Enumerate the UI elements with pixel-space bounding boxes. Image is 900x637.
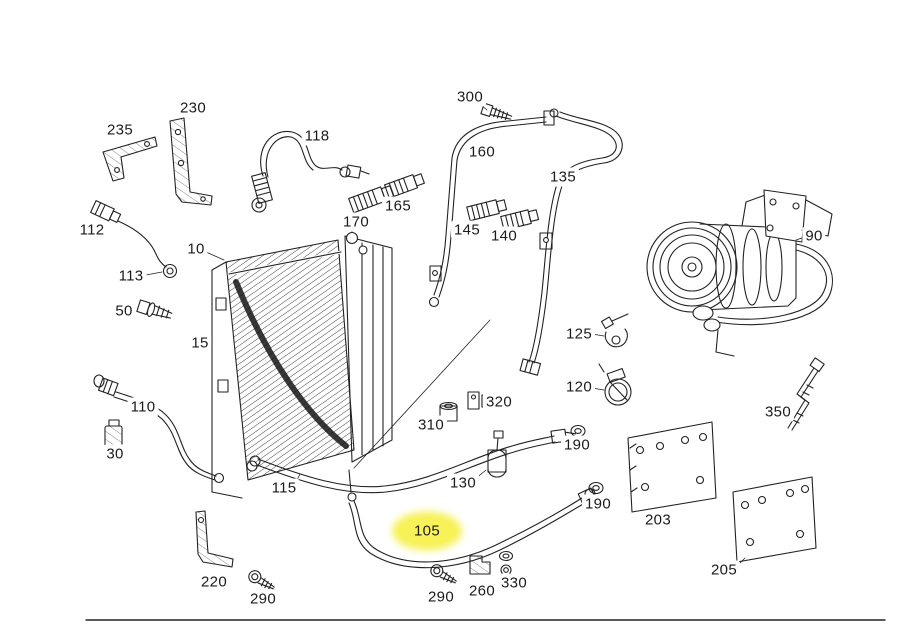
part-label-300[interactable]: 300 [454, 87, 486, 107]
part-label-290b[interactable]: 290 [425, 587, 457, 607]
part-label-190a[interactable]: 190 [561, 435, 593, 455]
part-label-112[interactable]: 112 [76, 220, 108, 240]
part-label-140[interactable]: 140 [488, 226, 520, 246]
connector-165-drawing [384, 173, 425, 199]
part-label-105[interactable]: 105 [398, 517, 456, 545]
part-label-113[interactable]: 113 [115, 266, 147, 286]
part-label-110[interactable]: 110 [127, 397, 159, 417]
part-label-235[interactable]: 235 [104, 120, 136, 140]
part-label-125[interactable]: 125 [563, 324, 595, 344]
part-label-310[interactable]: 310 [415, 415, 447, 435]
compressor-90-drawing [646, 189, 833, 357]
cable-tie-350-drawing [787, 357, 825, 431]
part-label-290a[interactable]: 290 [247, 589, 279, 609]
clip-30-drawing [104, 419, 123, 448]
bolt-300-drawing [480, 102, 513, 121]
part-label-190b[interactable]: 190 [582, 494, 614, 514]
bracket-220-drawing [195, 510, 234, 568]
part-label-118[interactable]: 118 [301, 126, 333, 146]
part-label-135[interactable]: 135 [547, 167, 579, 187]
part-label-220[interactable]: 220 [198, 572, 230, 592]
part-label-50[interactable]: 50 [112, 301, 136, 321]
part-label-15[interactable]: 15 [188, 333, 212, 353]
part-label-205[interactable]: 205 [708, 560, 740, 580]
bracket-260-drawing [469, 555, 491, 575]
hose-115-drawing [249, 428, 577, 494]
part-label-30[interactable]: 30 [103, 444, 127, 464]
part-label-330[interactable]: 330 [498, 573, 530, 593]
part-label-260[interactable]: 260 [466, 581, 498, 601]
part-label-160[interactable]: 160 [466, 142, 498, 162]
hose-105-drawing [347, 469, 597, 569]
bracket-230-drawing [169, 117, 213, 206]
radiator-assembly-drawing [211, 224, 491, 499]
part-310-drawing [439, 401, 458, 422]
part-label-10[interactable]: 10 [184, 239, 208, 259]
pipe-160-drawing [428, 110, 555, 308]
part-label-130[interactable]: 130 [447, 473, 479, 493]
part-label-170[interactable]: 170 [340, 212, 372, 232]
hose-118-drawing [251, 130, 370, 213]
plate-205-drawing [732, 476, 817, 567]
bolt-50-drawing [136, 299, 173, 319]
connector-170-drawing [348, 185, 395, 214]
part-label-230[interactable]: 230 [177, 98, 209, 118]
part-label-145[interactable]: 145 [451, 220, 483, 240]
clamp-125-drawing [591, 313, 629, 348]
part-label-90[interactable]: 90 [802, 226, 826, 246]
part-label-203[interactable]: 203 [642, 510, 674, 530]
part-330-drawing [498, 550, 514, 576]
washer-190b-drawing [588, 481, 604, 495]
bolt-290a-drawing [248, 570, 275, 590]
sensor-112-drawing [90, 200, 178, 279]
part-label-120[interactable]: 120 [563, 377, 595, 397]
part-label-350[interactable]: 350 [762, 402, 794, 422]
clamp-120-drawing [591, 363, 632, 406]
part-label-115[interactable]: 115 [268, 478, 300, 498]
part-label-165[interactable]: 165 [382, 196, 414, 216]
connector-145-drawing [466, 199, 508, 222]
part-label-320[interactable]: 320 [483, 392, 515, 412]
plate-203-drawing [627, 421, 717, 513]
bracket-235-drawing [102, 136, 158, 182]
